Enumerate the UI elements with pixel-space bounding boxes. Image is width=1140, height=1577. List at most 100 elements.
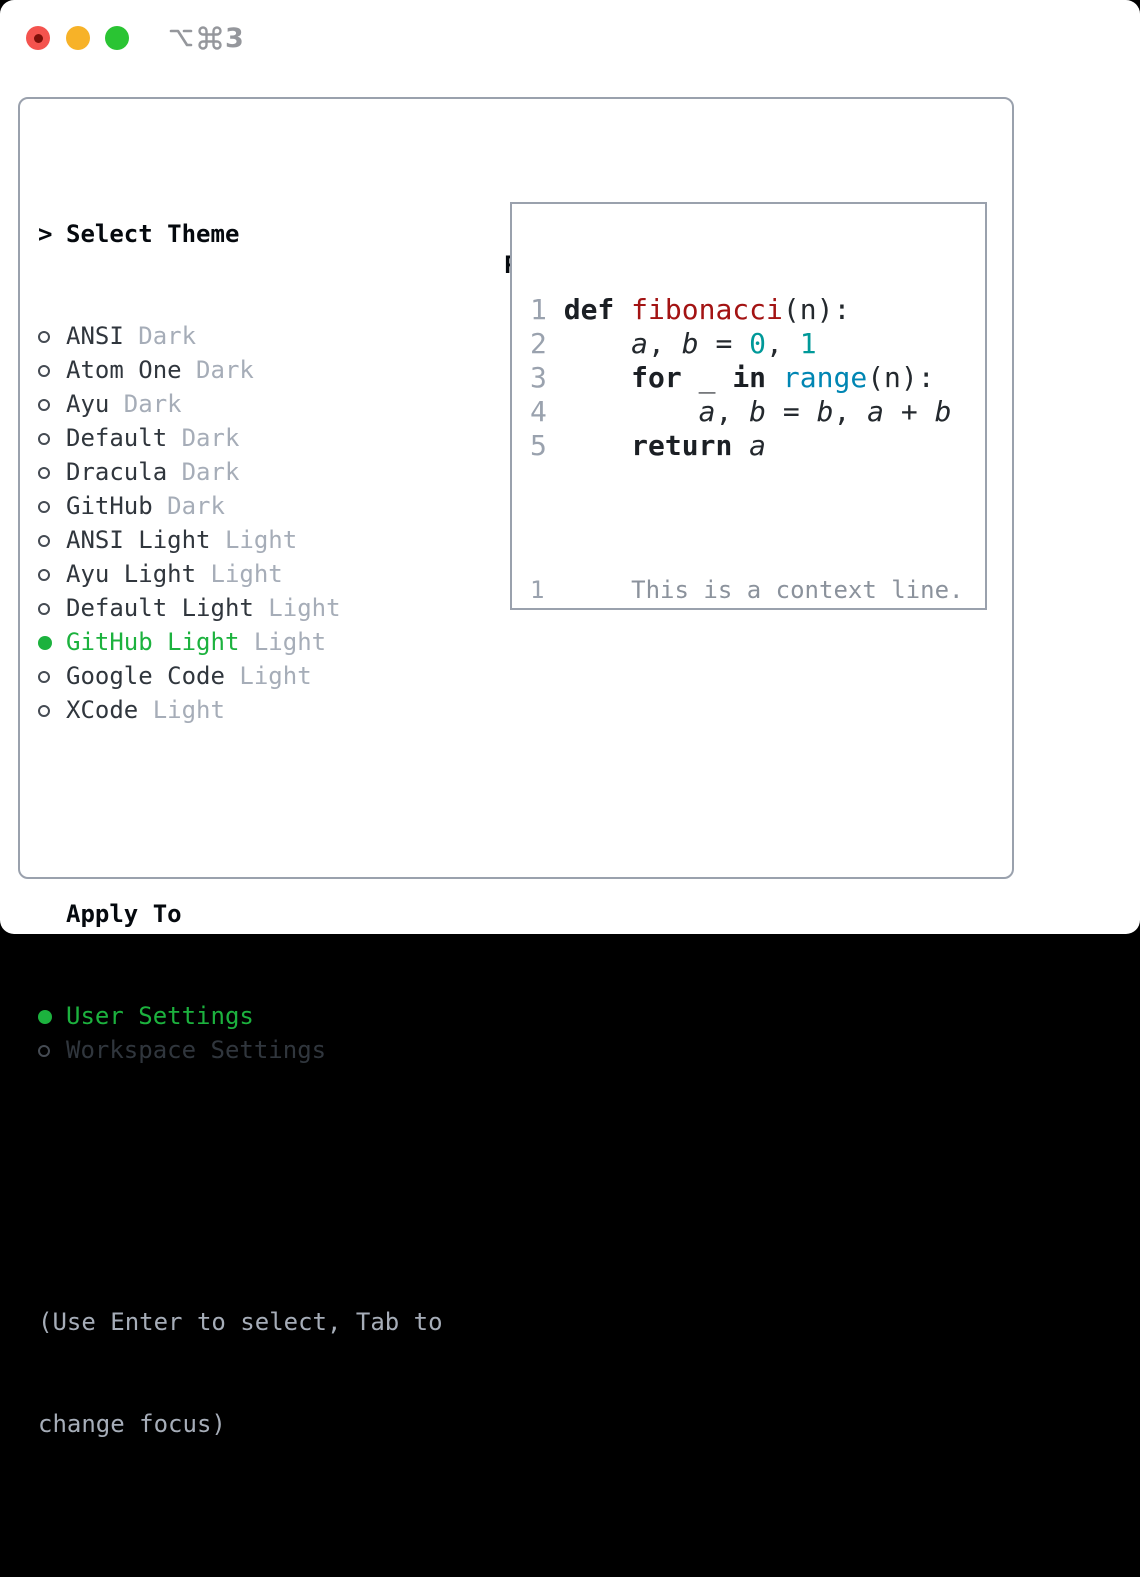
theme-variant-tag: Light bbox=[253, 594, 341, 622]
theme-option-dracula-dark[interactable]: Dracula Dark bbox=[38, 455, 443, 489]
radio-icon bbox=[38, 500, 66, 513]
code-token-var: a bbox=[749, 429, 767, 462]
code-token-plain: = bbox=[698, 327, 750, 360]
code-token-plain: , bbox=[833, 395, 868, 428]
code-token-var: b bbox=[816, 395, 834, 428]
radio-glyph bbox=[38, 1009, 52, 1024]
theme-option-google-code-light[interactable]: Google Code Light bbox=[38, 659, 443, 693]
theme-name: Ayu Light bbox=[66, 560, 197, 588]
radio-glyph bbox=[38, 635, 52, 650]
shortcut-number: 3 bbox=[225, 22, 244, 54]
code-token-plain: , bbox=[715, 395, 750, 428]
theme-option-ayu-dark[interactable]: Ayu Dark bbox=[38, 387, 443, 421]
radio-icon bbox=[38, 364, 66, 377]
theme-option-default-dark[interactable]: Default Dark bbox=[38, 421, 443, 455]
code-token-plain: = bbox=[766, 395, 817, 428]
code-token-num: 0 bbox=[749, 327, 767, 360]
radio-glyph bbox=[38, 534, 50, 547]
theme-variant-tag: Light bbox=[210, 526, 298, 554]
theme-option-xcode-light[interactable]: XCode Light bbox=[38, 693, 443, 727]
apply-option-workspace-settings[interactable]: Workspace Settings bbox=[38, 1033, 443, 1067]
keyboard-hint: (Use Enter to select, Tab to change focu… bbox=[38, 1237, 443, 1509]
close-button[interactable] bbox=[26, 26, 50, 50]
code-token-num: 1 bbox=[799, 327, 817, 360]
radio-glyph bbox=[38, 500, 50, 513]
radio-glyph bbox=[38, 398, 50, 411]
theme-variant-tag: Light bbox=[196, 560, 283, 588]
diff-line-deleted: 2 - This line was deleted. bbox=[530, 607, 985, 608]
code-token-var: b bbox=[749, 395, 767, 428]
spacer bbox=[530, 501, 985, 535]
radio-icon bbox=[38, 534, 66, 547]
theme-name: Ayu bbox=[66, 390, 110, 418]
code-token-var: a bbox=[631, 327, 649, 360]
radio-glyph bbox=[38, 466, 50, 479]
code-token-var: a bbox=[867, 395, 885, 428]
command-key-icon bbox=[198, 26, 222, 50]
zoom-button[interactable] bbox=[105, 26, 129, 50]
theme-name: ANSI Light bbox=[66, 526, 211, 554]
radio-glyph bbox=[38, 602, 50, 615]
line-number: 3 bbox=[530, 361, 547, 394]
apply-option-user-settings[interactable]: User Settings bbox=[38, 999, 443, 1033]
theme-variant-tag: Dark bbox=[152, 492, 225, 520]
selected-radio-icon bbox=[38, 1009, 66, 1024]
theme-name: Dracula bbox=[66, 458, 168, 486]
radio-icon bbox=[38, 432, 66, 445]
apply-option-label: User Settings bbox=[66, 1002, 254, 1030]
titlebar: 3 bbox=[0, 0, 1140, 76]
code-token-plain: _ bbox=[698, 361, 733, 394]
radio-icon bbox=[38, 670, 66, 683]
code-token-fn: fibonacci bbox=[631, 293, 783, 326]
theme-name: GitHub bbox=[66, 492, 153, 520]
selected-radio-icon bbox=[38, 635, 66, 650]
line-number: 1 bbox=[530, 576, 545, 604]
radio-glyph bbox=[38, 432, 50, 445]
spacer bbox=[38, 795, 443, 829]
radio-glyph bbox=[38, 704, 50, 717]
hint-line: (Use Enter to select, Tab to bbox=[38, 1308, 443, 1336]
theme-name: ANSI bbox=[66, 322, 124, 350]
apply-to-header-row: Apply To bbox=[38, 897, 443, 931]
theme-variant-tag: Dark bbox=[123, 322, 197, 350]
minimize-button[interactable] bbox=[66, 26, 90, 50]
code-token-plain bbox=[564, 395, 699, 428]
radio-glyph bbox=[38, 670, 50, 683]
spacer bbox=[38, 1135, 443, 1169]
radio-glyph bbox=[38, 330, 50, 343]
line-number: 5 bbox=[530, 429, 547, 462]
theme-variant-tag: Dark bbox=[167, 424, 240, 452]
code-token-plain: (n): bbox=[867, 361, 935, 394]
cursor-indicator: > bbox=[38, 220, 53, 248]
select-theme-header-row: > Select Theme bbox=[38, 217, 443, 251]
theme-option-atom-one-dark[interactable]: Atom One Dark bbox=[38, 353, 443, 387]
code-line-2: 2 a, b = 0, 1 bbox=[530, 327, 985, 361]
theme-option-ayu-light-light[interactable]: Ayu Light Light bbox=[38, 557, 443, 591]
code-token-plain: , bbox=[766, 327, 800, 360]
code-line-3: 3 for _ in range(n): bbox=[530, 361, 985, 395]
code-line-5: 5 return a bbox=[530, 429, 985, 463]
line-number: 1 bbox=[530, 293, 547, 326]
theme-option-default-light-light[interactable]: Default Light Light bbox=[38, 591, 443, 625]
radio-icon bbox=[38, 1044, 66, 1057]
code-token-var: b bbox=[934, 395, 952, 428]
theme-option-ansi-light-light[interactable]: ANSI Light Light bbox=[38, 523, 443, 557]
theme-option-github-light-light[interactable]: GitHub Light Light bbox=[38, 625, 443, 659]
theme-name: Atom One bbox=[66, 356, 182, 384]
theme-option-github-dark[interactable]: GitHub Dark bbox=[38, 489, 443, 523]
radio-icon bbox=[38, 398, 66, 411]
theme-option-ansi-dark[interactable]: ANSI Dark bbox=[38, 319, 443, 353]
theme-name: Default bbox=[66, 424, 168, 452]
code-token-plain: , bbox=[648, 327, 682, 360]
theme-variant-tag: Dark bbox=[167, 458, 240, 486]
code-token-var: b bbox=[681, 327, 699, 360]
line-number: 4 bbox=[530, 395, 547, 428]
theme-name: Google Code bbox=[66, 662, 225, 690]
code-token-plain: (n): bbox=[782, 293, 851, 326]
apply-option-label: Workspace Settings bbox=[66, 1036, 327, 1064]
